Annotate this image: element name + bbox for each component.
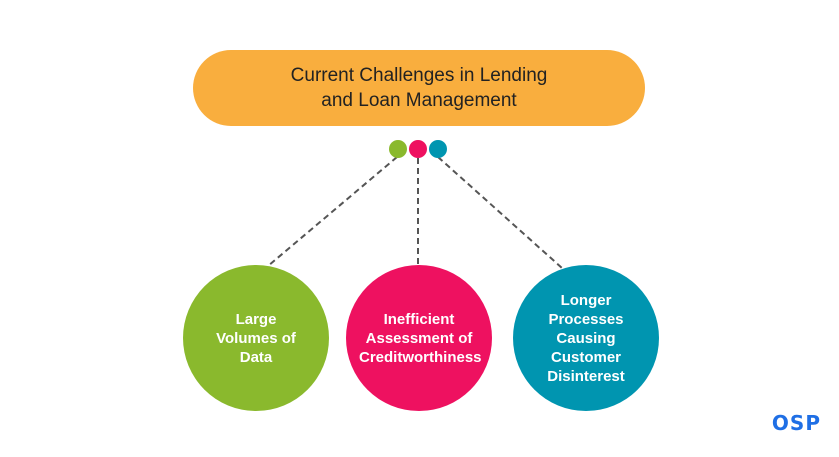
osp-logo: OSP — [771, 411, 821, 435]
diagram-title: Current Challenges in Lending and Loan M… — [269, 63, 569, 113]
node-inefficient-assessment: Inefficient Assessment of Creditworthine… — [346, 265, 492, 411]
title-line-2: and Loan Management — [321, 90, 517, 111]
connector-line-1 — [267, 156, 398, 267]
node-label: Inefficient Assessment of Creditworthine… — [359, 310, 482, 366]
title-line-1: Current Challenges in Lending — [290, 65, 548, 86]
title-pill: Current Challenges in Lending and Loan M… — [193, 50, 645, 126]
node-label: Longer Processes Causing Customer Disint… — [547, 291, 625, 385]
connector-dot-green — [389, 140, 407, 158]
connector-dot-blue — [429, 140, 447, 158]
node-label: Large Volumes of Data — [216, 310, 296, 366]
node-longer-processes: Longer Processes Causing Customer Disint… — [513, 265, 659, 411]
connector-line-3 — [437, 156, 563, 269]
node-large-volumes-of-data: Large Volumes of Data — [183, 265, 329, 411]
connector-dot-pink — [409, 140, 427, 158]
